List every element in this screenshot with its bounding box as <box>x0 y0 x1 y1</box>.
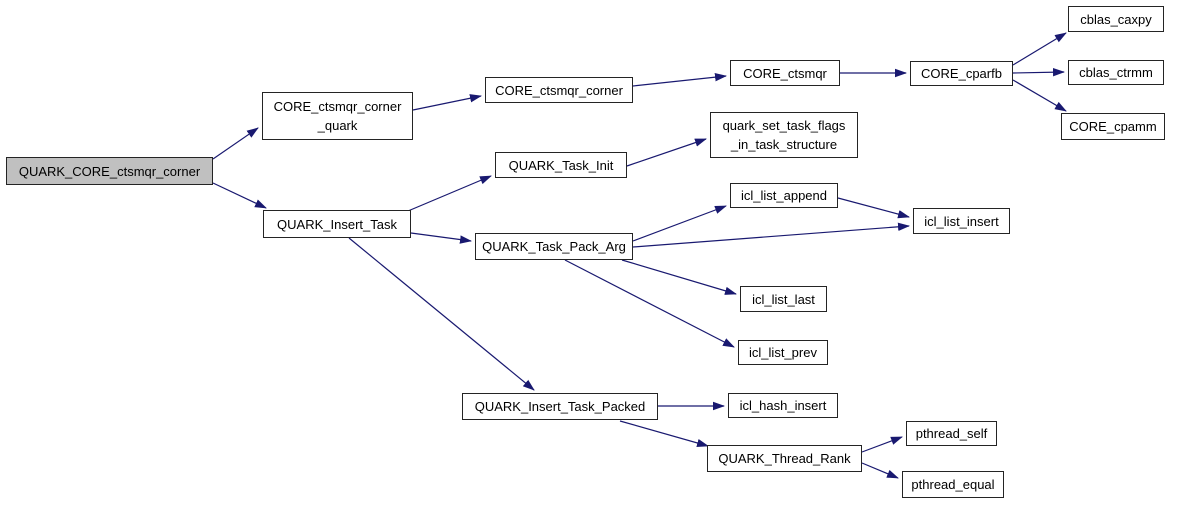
graph-node-label: _quark <box>317 118 358 133</box>
graph-node-label: icl_list_prev <box>749 345 817 360</box>
graph-node-icl-list-last[interactable]: icl_list_last <box>740 286 827 312</box>
graph-node-quark-thread-rank[interactable]: QUARK_Thread_Rank <box>707 445 862 472</box>
graph-node-label: icl_hash_insert <box>739 398 827 413</box>
graph-edge-quark-task-pack-arg-to-icl-list-last <box>621 259 737 295</box>
graph-edge-core-cparfb-to-cblas-caxpy <box>1012 32 1067 66</box>
graph-node-cblas-caxpy[interactable]: cblas_caxpy <box>1068 6 1164 32</box>
graph-node-label: QUARK_Task_Pack_Arg <box>482 239 626 254</box>
graph-node-core-cparfb[interactable]: CORE_cparfb <box>910 61 1013 86</box>
graph-node-label: icl_list_insert <box>924 213 999 229</box>
graph-edge-quark-thread-rank-to-pthread-equal <box>861 462 899 479</box>
graph-node-icl-list-prev[interactable]: icl_list_prev <box>738 340 828 365</box>
graph-node-label: CORE_ctsmqr <box>743 65 827 81</box>
graph-node-label: icl_list_append <box>740 188 827 203</box>
graph-node-core-cpamm[interactable]: CORE_cpamm <box>1061 113 1165 140</box>
graph-edge-quark-thread-rank-to-pthread-self <box>861 436 903 453</box>
graph-node-icl-list-insert[interactable]: icl_list_insert <box>913 208 1010 234</box>
graph-edge-quark-insert-task-packed-to-quark-thread-rank <box>619 420 709 448</box>
graph-node-icl-hash-insert[interactable]: icl_hash_insert <box>728 393 838 418</box>
graph-node-cblas-ctrmm[interactable]: cblas_ctrmm <box>1068 60 1164 85</box>
graph-node-core-ctsmqr-corner[interactable]: CORE_ctsmqr_corner <box>485 77 633 103</box>
graph-node-label: QUARK_Thread_Rank <box>718 451 851 466</box>
graph-node-icl-list-append[interactable]: icl_list_append <box>730 183 838 208</box>
graph-edge-quark-core-ctsmqr-corner-to-core-ctsmqr-corner-quark <box>212 127 259 160</box>
graph-edge-core-ctsmqr-corner-quark-to-core-ctsmqr-corner <box>412 94 482 111</box>
graph-node-label: pthread_equal <box>911 477 995 492</box>
graph-edge-quark-core-ctsmqr-corner-to-quark-insert-task <box>212 182 267 209</box>
graph-edge-core-ctsmqr-corner-to-core-ctsmqr <box>632 73 727 87</box>
graph-edge-quark-insert-task-to-quark-task-pack-arg <box>410 232 472 244</box>
graph-edge-quark-insert-task-to-quark-insert-task-packed <box>348 237 535 391</box>
graph-node-label: cblas_ctrmm <box>1079 65 1153 80</box>
graph-edge-quark-task-pack-arg-to-icl-list-insert <box>632 222 910 248</box>
graph-edge-icl-list-append-to-icl-list-insert <box>837 197 910 219</box>
graph-node-label: _in_task_structure <box>730 137 838 152</box>
graph-node-quark-task-init[interactable]: QUARK_Task_Init <box>495 152 627 178</box>
graph-node-quark-insert-task[interactable]: QUARK_Insert_Task <box>263 210 411 238</box>
graph-node-label: CORE_ctsmqr_corner <box>495 82 623 98</box>
graph-node-label: QUARK_CORE_ctsmqr_corner <box>18 163 201 179</box>
graph-node-label: CORE_ctsmqr_corner <box>273 99 402 114</box>
graph-node-pthread-equal[interactable]: pthread_equal <box>902 471 1004 498</box>
graph-node-quark-task-pack-arg[interactable]: QUARK_Task_Pack_Arg <box>475 233 633 260</box>
graph-node-label: QUARK_Insert_Task <box>277 216 397 232</box>
graph-edge-quark-task-pack-arg-to-icl-list-append <box>632 205 727 242</box>
graph-node-quark-set-task-flags-in-task-structure[interactable]: quark_set_task_flags _in_task_structure <box>710 112 858 158</box>
graph-node-label: quark_set_task_flags <box>722 118 846 133</box>
graph-node-label: QUARK_Insert_Task_Packed <box>474 399 646 414</box>
graph-node-core-ctsmqr[interactable]: CORE_ctsmqr <box>730 60 840 86</box>
graph-node-core-ctsmqr-corner-quark[interactable]: CORE_ctsmqr_corner _quark <box>262 92 413 140</box>
graph-edge-quark-task-init-to-quark-set-task-flags-in-task-structure <box>626 138 707 167</box>
graph-node-label: icl_list_last <box>752 291 815 307</box>
graph-node-pthread-self[interactable]: pthread_self <box>906 421 997 446</box>
edges-group <box>212 32 1067 479</box>
graph-edge-core-cparfb-to-core-cpamm <box>1012 79 1067 112</box>
graph-node-label: pthread_self <box>915 426 988 441</box>
graph-edge-core-cparfb-to-cblas-ctrmm <box>1012 68 1065 77</box>
graph-node-quark-insert-task-packed[interactable]: QUARK_Insert_Task_Packed <box>462 393 658 420</box>
graph-node-label: CORE_cparfb <box>921 66 1002 81</box>
graph-node-quark-core-ctsmqr-corner: QUARK_CORE_ctsmqr_corner <box>6 157 213 185</box>
graph-edge-quark-insert-task-to-quark-task-init <box>407 175 492 212</box>
graph-edge-quark-task-pack-arg-to-icl-list-prev <box>564 259 735 348</box>
graph-node-label: cblas_caxpy <box>1080 11 1152 27</box>
graph-node-label: QUARK_Task_Init <box>508 157 614 173</box>
graph-node-label: CORE_cpamm <box>1069 119 1157 134</box>
